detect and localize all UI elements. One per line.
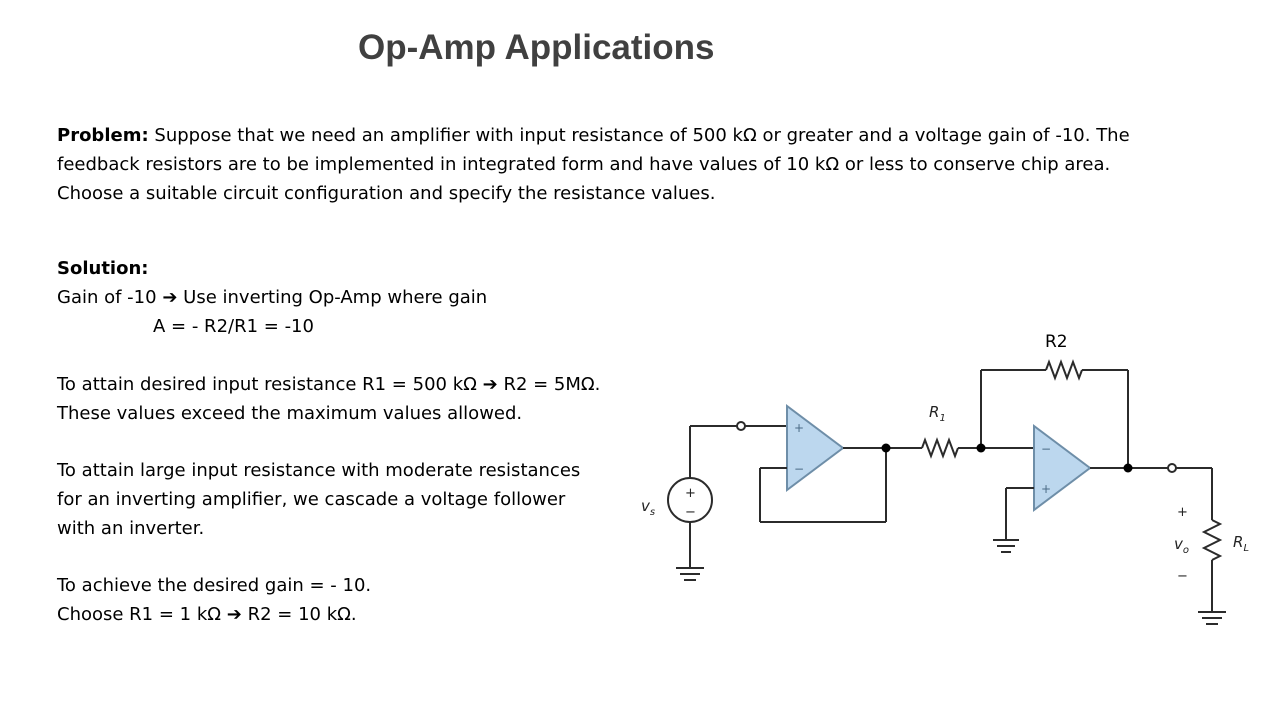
- junction-dot: [976, 443, 986, 453]
- resistor-r2-icon: [1045, 359, 1083, 381]
- vo-minus: −: [1177, 569, 1188, 584]
- solution-heading: Solution:: [57, 258, 149, 279]
- problem-text-1: Suppose that we need an amplifier with i…: [154, 125, 1130, 146]
- ground-icon-load: [1198, 611, 1226, 625]
- large-line-2: for an inverting amplifier, we cascade a…: [57, 489, 566, 510]
- source-plus: +: [685, 486, 696, 501]
- problem-line-2: feedback resistors are to be implemented…: [57, 154, 1111, 175]
- junction-dot: [1123, 463, 1133, 473]
- solution-gain-line: Gain of -10 ➔ Use inverting Op-Amp where…: [57, 283, 487, 312]
- opamp-follower: [786, 404, 845, 492]
- opamp1-minus: −: [794, 462, 804, 476]
- problem-line-1: Problem: Suppose that we need an amplifi…: [57, 121, 1237, 150]
- attain-result: R2 = 5MΩ.: [503, 374, 601, 395]
- gain-text: Gain of -10: [57, 287, 157, 308]
- gain-method: Use inverting Op-Amp where gain: [183, 287, 488, 308]
- exceed-note: These values exceed the maximum values a…: [57, 403, 523, 424]
- arrow-icon: ➔: [226, 604, 242, 625]
- vo-label: vo: [1174, 535, 1189, 556]
- problem-statement: Problem: Suppose that we need an amplifi…: [57, 121, 1237, 208]
- choose-text: Choose R1 = 1 kΩ: [57, 604, 222, 625]
- source-minus: −: [685, 505, 696, 520]
- r2-label: R2: [1045, 332, 1068, 352]
- gain-formula: A = - R2/R1 = -10: [153, 316, 314, 337]
- vs-label: vs: [641, 497, 655, 518]
- rl-label: RL: [1233, 533, 1249, 554]
- arrow-icon: ➔: [162, 287, 178, 308]
- resistor-rl-icon: [1201, 519, 1223, 561]
- choose-result: R2 = 10 kΩ.: [247, 604, 357, 625]
- ground-icon-source: [676, 567, 704, 581]
- problem-label: Problem:: [57, 125, 149, 146]
- solution-attain-line: To attain desired input resistance R1 = …: [57, 370, 600, 399]
- opamp2-minus: −: [1041, 442, 1051, 456]
- input-terminal: [736, 421, 746, 431]
- opamp2-plus: +: [1041, 482, 1051, 496]
- resistor-r1-icon: [921, 437, 959, 459]
- junction-dot: [881, 443, 891, 453]
- large-line-1: To attain large input resistance with mo…: [57, 460, 581, 481]
- opamp-inverter: [1033, 424, 1092, 512]
- large-line-3: with an inverter.: [57, 518, 205, 539]
- choose-line: Choose R1 = 1 kΩ ➔ R2 = 10 kΩ.: [57, 600, 357, 629]
- slide-title: Op-Amp Applications: [358, 28, 715, 67]
- circuit-diagram: + − − + + − + − vs R1 vo RL R2: [641, 332, 1249, 625]
- vo-plus: +: [1177, 505, 1188, 520]
- achieve-line: To achieve the desired gain = - 10.: [57, 575, 372, 596]
- ground-icon-inverter: [993, 539, 1019, 553]
- r1-label: R1: [929, 403, 946, 424]
- arrow-icon: ➔: [482, 374, 498, 395]
- problem-line-3: Choose a suitable circuit configuration …: [57, 183, 716, 204]
- opamp1-plus: +: [794, 421, 804, 435]
- output-terminal: [1167, 463, 1177, 473]
- attain-text: To attain desired input resistance R1 = …: [57, 374, 477, 395]
